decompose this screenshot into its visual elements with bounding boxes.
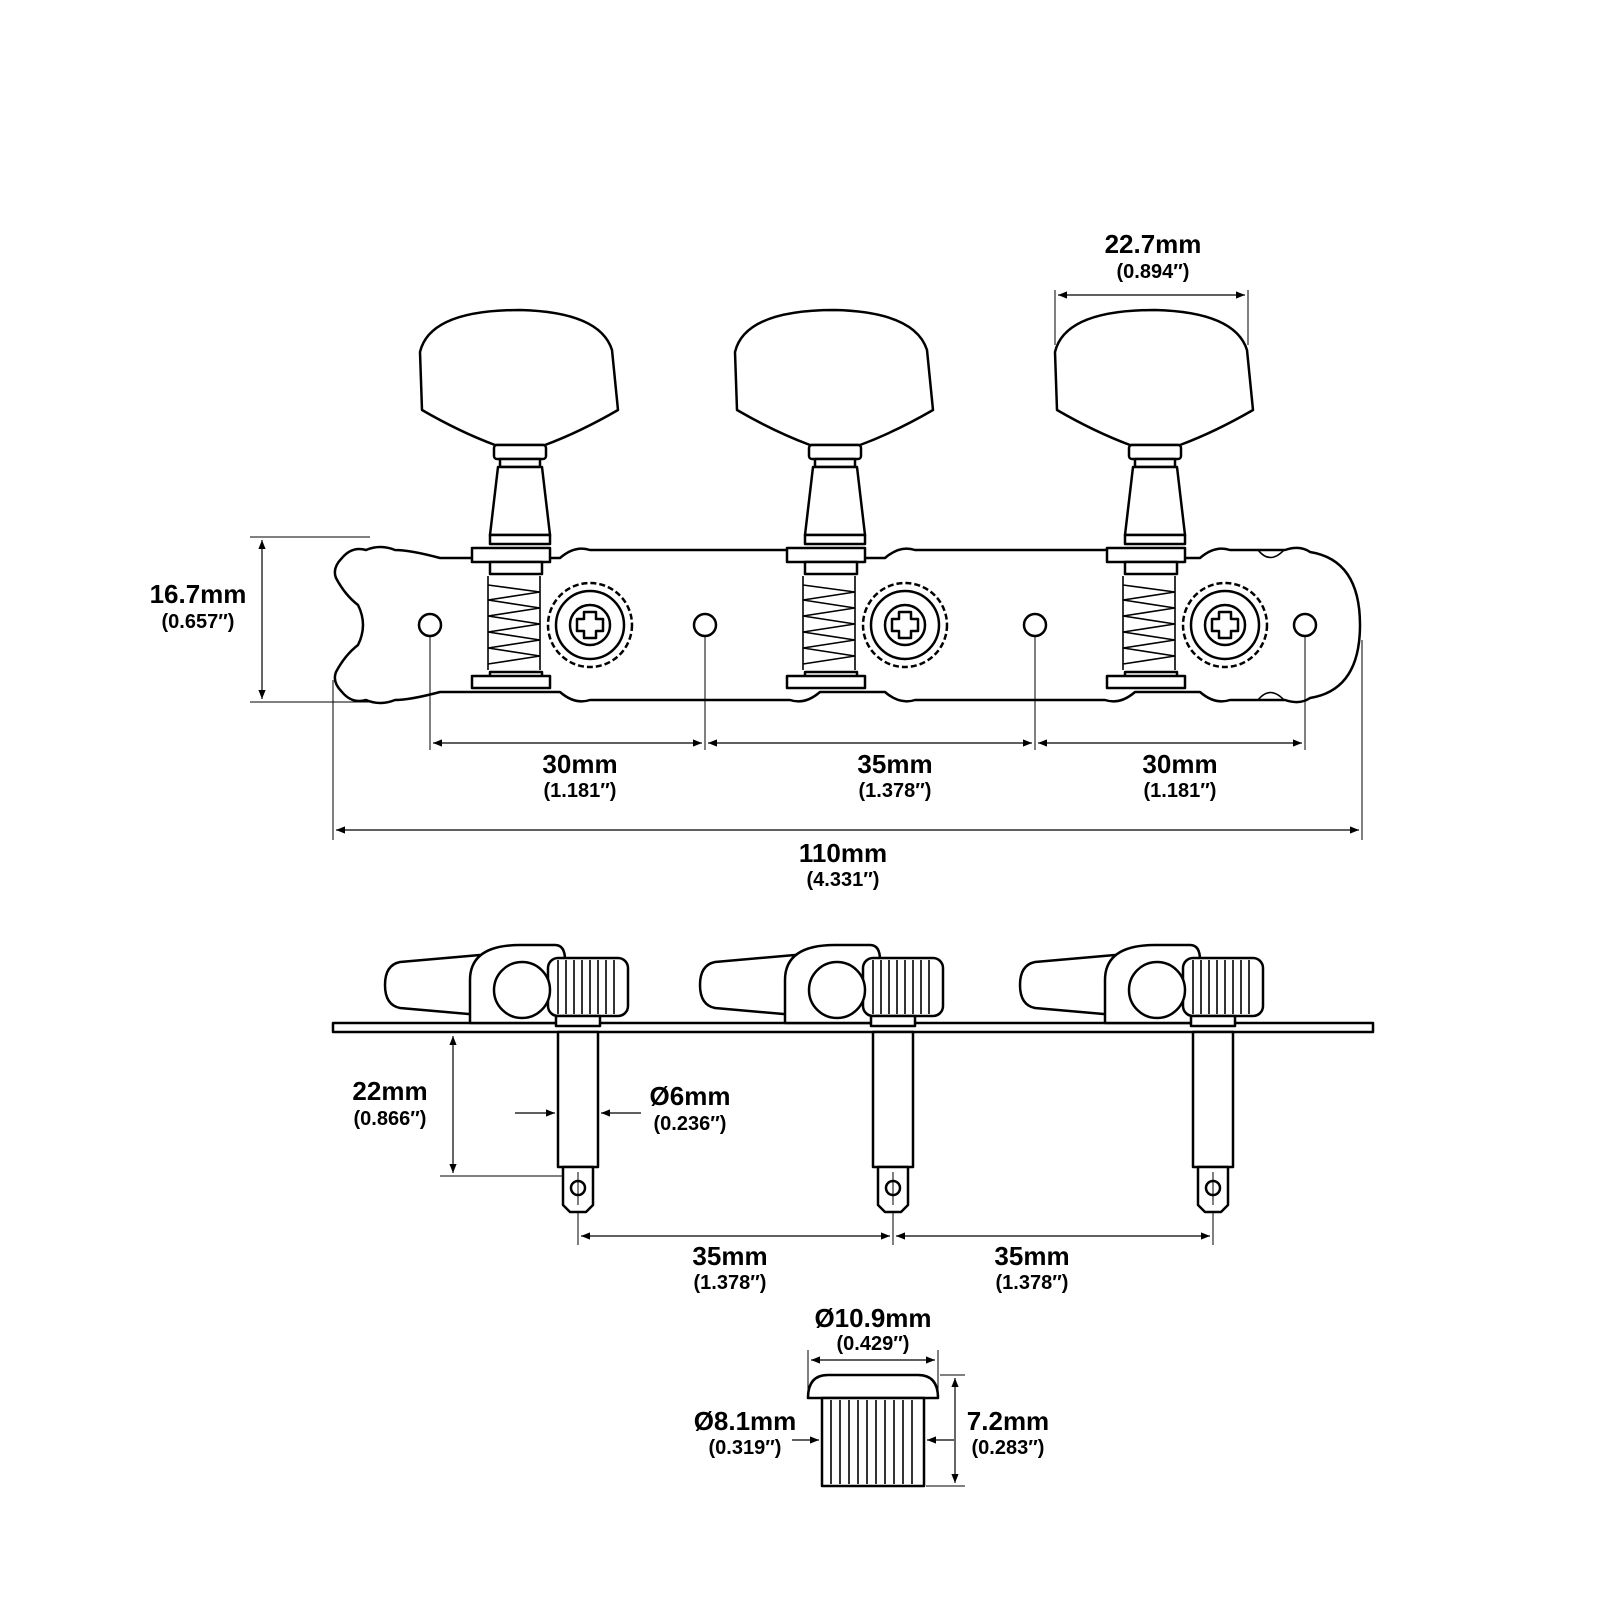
dim-total-length-inch: (4.331″)	[807, 869, 880, 891]
dim-plate-height-inch: (0.657″)	[162, 611, 235, 633]
dim-button-width-mm: 22.7mm	[1105, 229, 1202, 259]
dim-post-length-inch: (0.866″)	[354, 1108, 427, 1130]
mount-hole	[417, 612, 443, 638]
dim-post-spacing-left-mm: 35mm	[692, 1241, 767, 1271]
dim-spacing-left-mm: 30mm	[542, 749, 617, 779]
tuner-button-side-icon	[383, 953, 482, 1017]
dim-spacing-right-mm: 30mm	[1142, 749, 1217, 779]
bushing-view	[806, 1373, 940, 1488]
mount-hole	[1022, 612, 1048, 638]
bushing-cap	[806, 1373, 940, 1400]
dim-post-diameter-inch: (0.236″)	[654, 1113, 727, 1135]
dim-bushing-height-mm: 7.2mm	[967, 1406, 1049, 1436]
bushing-dimensions: Ø10.9mm (0.429″) Ø8.1mm (0.319″) 7.2mm (…	[694, 1303, 1049, 1487]
string-post	[556, 1030, 600, 1169]
dim-post-spacing-left-inch: (1.378″)	[694, 1272, 767, 1294]
dim-spacing-left-inch: (1.181″)	[544, 780, 617, 802]
dim-bushing-height-inch: (0.283″)	[972, 1437, 1045, 1459]
dim-bushing-body-diameter-mm: Ø8.1mm	[694, 1406, 797, 1436]
worm-gear-icon	[546, 956, 630, 1018]
tuner-button-icon	[418, 308, 620, 447]
dim-total-length-mm: 110mm	[799, 838, 887, 868]
dim-bushing-body-diameter-inch: (0.319″)	[709, 1437, 782, 1459]
mount-hole	[1292, 612, 1318, 638]
top-view	[333, 308, 1362, 705]
dim-spacing-right-inch: (1.181″)	[1144, 780, 1217, 802]
mount-hole	[692, 612, 718, 638]
dim-bushing-cap-diameter-mm: Ø10.9mm	[814, 1303, 931, 1333]
dim-bushing-cap-diameter-inch: (0.429″)	[837, 1333, 910, 1355]
side-view	[331, 943, 1375, 1214]
dim-button-width-inch: (0.894″)	[1117, 261, 1190, 283]
dim-plate-height-mm: 16.7mm	[150, 579, 247, 609]
dim-spacing-middle-mm: 35mm	[857, 749, 932, 779]
gear-icon	[546, 581, 634, 669]
bushing-body	[820, 1396, 926, 1488]
dim-post-spacing-right-inch: (1.378″)	[996, 1272, 1069, 1294]
side-dimensions: 22mm (0.866″) Ø6mm (0.236″) 35mm (1.378″…	[352, 1036, 1214, 1294]
dim-post-diameter-mm: Ø6mm	[650, 1081, 731, 1111]
dim-post-spacing-right-mm: 35mm	[994, 1241, 1069, 1271]
dim-post-length-mm: 22mm	[352, 1076, 427, 1106]
top-dimensions: 22.7mm (0.894″) 16.7mm (0.657″) 30mm (1.…	[150, 229, 1363, 891]
dim-spacing-middle-inch: (1.378″)	[859, 780, 932, 802]
